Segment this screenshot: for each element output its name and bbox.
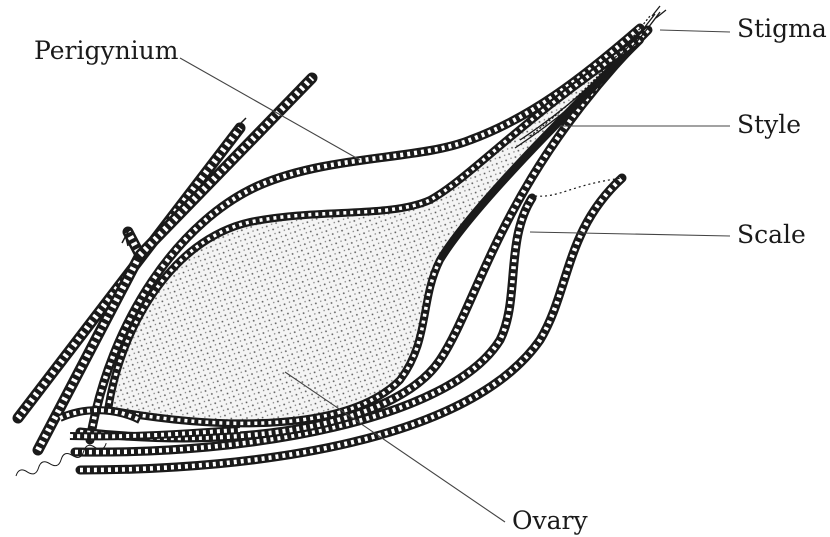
leader-perigynium xyxy=(180,58,360,160)
label-stigma: Stigma xyxy=(737,16,827,41)
label-perigynium: Perigynium xyxy=(34,38,178,63)
label-ovary: Ovary xyxy=(512,508,588,533)
label-style: Style xyxy=(737,112,801,137)
leader-scale xyxy=(530,232,730,236)
label-scale: Scale xyxy=(737,222,806,247)
leader-stigma xyxy=(660,30,730,32)
